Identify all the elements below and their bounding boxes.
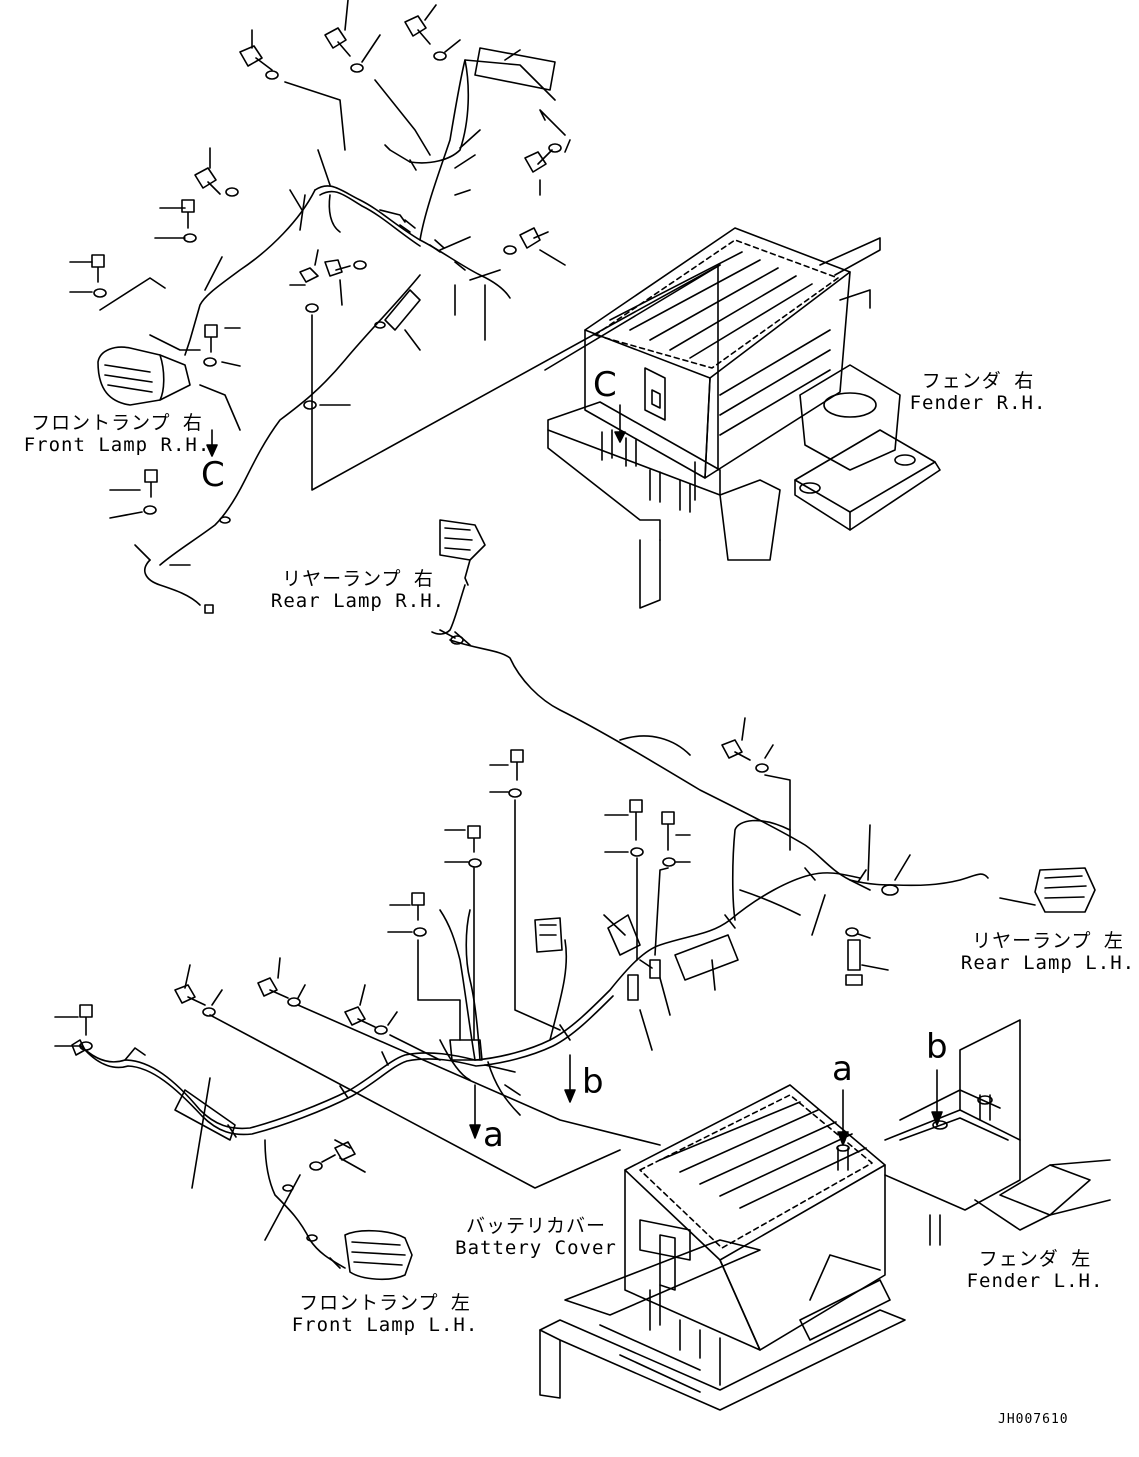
fender-lh-label: フェンダ 左 Fender L.H.: [964, 1248, 1106, 1292]
fender-lh-en: Fender L.H.: [966, 1270, 1104, 1292]
view-marker-c-upper: C: [201, 455, 225, 495]
battery-cover-ja: バッテリカバー: [465, 1215, 606, 1237]
drawing-code: JH007610: [998, 1412, 1069, 1427]
lower-harness: [71, 819, 861, 1281]
upper-fasteners: [69, 0, 721, 566]
view-marker-b-harness: b: [582, 1062, 604, 1102]
front-lamp-rh-label: フロントランプ 右 Front Lamp R.H.: [14, 412, 220, 456]
front-lamp-lh-en: Front Lamp L.H.: [291, 1314, 479, 1336]
front-lamp-lh-ja: フロントランプ 左: [299, 1292, 471, 1314]
rear-harness: [431, 519, 1096, 913]
battery-cover-en: Battery Cover: [455, 1237, 617, 1259]
rear-lamp-rh-en: Rear Lamp R.H.: [270, 590, 446, 612]
front-lamp-rh-ja: フロントランプ 右: [31, 412, 203, 434]
front-lamp-lh-label: フロントランプ 左 Front Lamp L.H.: [290, 1292, 480, 1336]
rear-lamp-rh-label: リヤーランプ 右 Rear Lamp R.H.: [268, 568, 448, 612]
fender-lh-ja: フェンダ 左: [978, 1248, 1092, 1270]
battery-cover-label: バッテリカバー Battery Cover: [448, 1215, 624, 1259]
view-marker-a-battery: a: [832, 1049, 853, 1089]
rear-lamp-lh-label: リヤーランプ 左 Rear Lamp L.H.: [958, 930, 1138, 974]
view-marker-c-lower: C: [593, 365, 617, 405]
lower-battery-assembly: [539, 1019, 1111, 1411]
view-marker-b-fender: b: [926, 1027, 948, 1067]
upper-harness: [97, 47, 556, 614]
fender-rh-en: Fender R.H.: [909, 392, 1047, 414]
rear-lamp-lh-en: Rear Lamp L.H.: [960, 952, 1136, 974]
upper-battery-assembly: [547, 227, 941, 609]
fender-rh-label: フェンダ 右 Fender R.H.: [908, 370, 1048, 414]
front-lamp-rh-en: Front Lamp R.H.: [23, 434, 211, 456]
rear-lamp-rh-ja: リヤーランプ 右: [282, 568, 434, 590]
fender-rh-ja: フェンダ 右: [921, 370, 1035, 392]
lower-fasteners: [54, 717, 911, 1241]
rear-lamp-lh-ja: リヤーランプ 左: [972, 930, 1124, 952]
view-marker-a-harness: a: [483, 1115, 504, 1155]
